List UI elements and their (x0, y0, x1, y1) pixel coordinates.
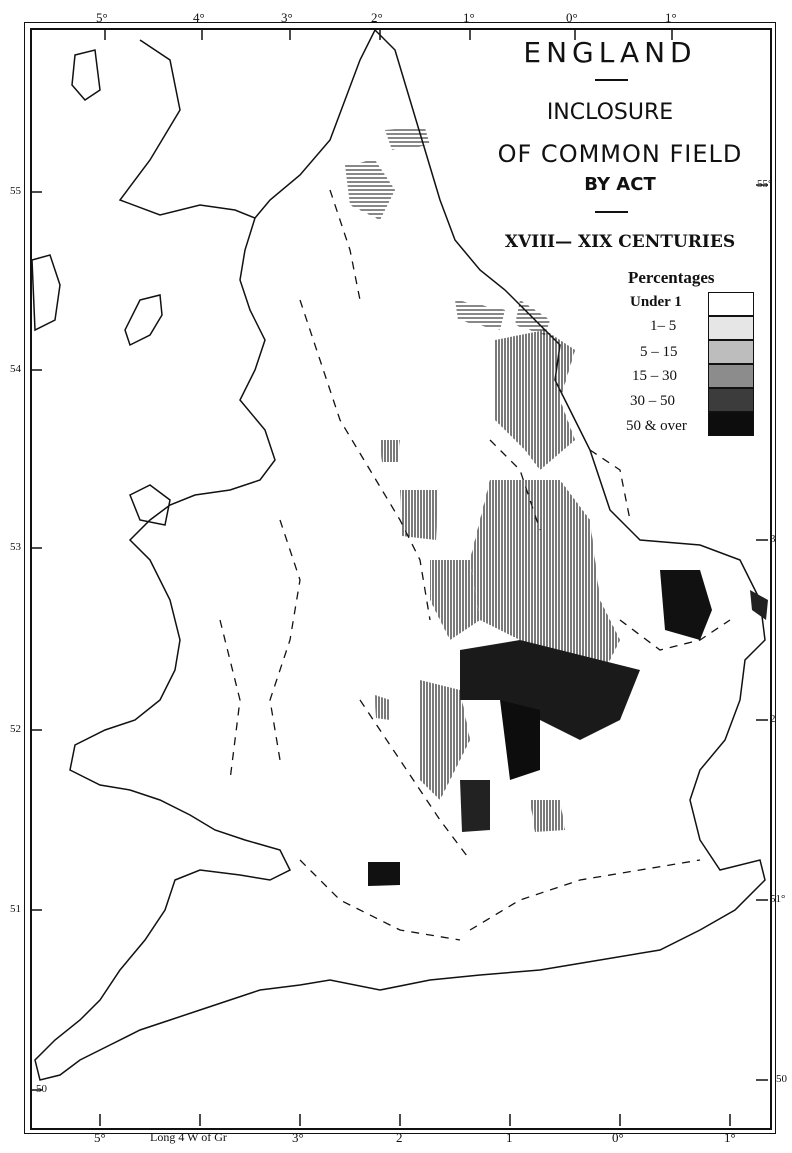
legend-heading: Percentages (628, 268, 715, 287)
ireland-fragment (31, 254, 61, 332)
top-tick-4: 1° (463, 10, 475, 25)
top-tick-6: 1° (665, 10, 677, 25)
right-tick-3: 51° (770, 893, 786, 905)
map-period: XVIII— XIX CENTURIES (504, 232, 736, 252)
left-tick-3: 52 (10, 723, 21, 735)
top-tick-0: 5° (96, 10, 108, 25)
map-title: ENGLAND (523, 36, 697, 69)
bottom-tick-3: 2 (396, 1130, 403, 1145)
top-tick-3: 2° (371, 10, 383, 25)
bottom-tick-5: 0° (612, 1130, 624, 1145)
right-tick-2: 2 (770, 713, 776, 725)
right-tick-1: 3 (770, 533, 776, 545)
legend-label-5: 50 & over (626, 418, 687, 434)
bottom-tick-6: 1° (724, 1130, 736, 1145)
right-tick-4: 50 (776, 1073, 787, 1085)
left-tick-1: 54 (10, 363, 21, 375)
map-subtitle-common-field: OF COMMON FIELD (497, 140, 743, 168)
legend-swatch-3 (708, 364, 754, 388)
left-tick-0: 55 (10, 185, 21, 197)
map-subtitle-by-act: BY ACT (584, 174, 656, 195)
map-outer-border (24, 22, 776, 1134)
legend-label-4: 30 – 50 (630, 393, 675, 409)
right-tick-0: 55° (757, 178, 773, 190)
islay-fragment (71, 49, 101, 101)
top-tick-5: 0° (566, 10, 578, 25)
legend-swatch-1 (708, 316, 754, 340)
legend-label-3: 15 – 30 (632, 368, 677, 384)
top-tick-2: 3° (281, 10, 293, 25)
left-tick-4: 51 (10, 903, 21, 915)
graticule-ticks (30, 28, 768, 1126)
northern-coast (118, 39, 256, 219)
bottom-tick-4: 1 (506, 1130, 513, 1145)
inclosure-regions (345, 128, 768, 886)
legend-label-0: Under 1 (630, 294, 682, 310)
top-tick-1: 4° (193, 10, 205, 25)
legend-swatch-2 (708, 340, 754, 364)
legend-swatch-5 (708, 412, 754, 436)
isle-of-man (124, 294, 163, 347)
anglesey (129, 484, 171, 526)
county-boundaries (219, 189, 731, 941)
legend-label-1: 1– 5 (650, 318, 677, 334)
legend-label-2: 5 – 15 (640, 344, 678, 360)
map-subtitle-inclosure: INCLOSURE (546, 100, 674, 125)
map-frame (30, 28, 772, 1130)
bottom-tick-0: 5° (94, 1130, 106, 1145)
bottom-tick-1: Long 4 W of Gr (150, 1130, 227, 1144)
bottom-tick-2: 3° (292, 1130, 304, 1145)
left-tick-2: 53 (10, 541, 21, 553)
legend-swatch-4 (708, 388, 754, 412)
left-tick-5: 50 (36, 1083, 47, 1095)
legend-swatch-0 (708, 292, 754, 316)
